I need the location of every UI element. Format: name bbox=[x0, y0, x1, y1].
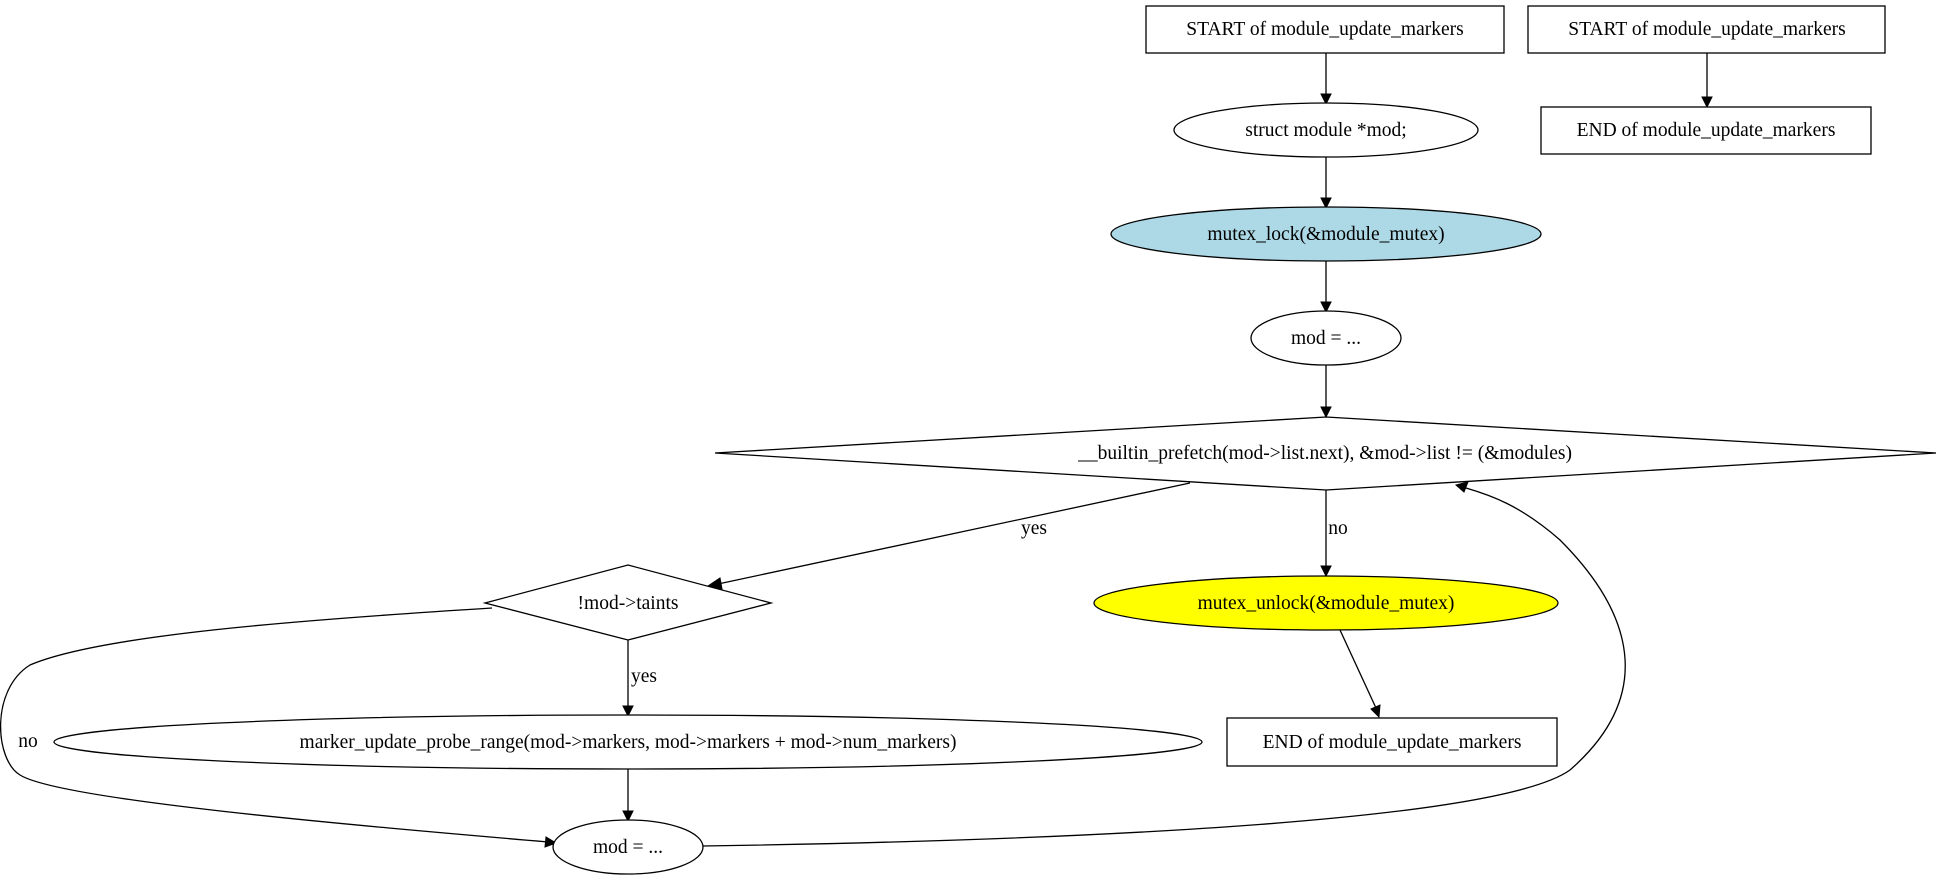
node-label: START of module_update_markers bbox=[1568, 19, 1845, 40]
arrowhead bbox=[622, 705, 634, 718]
node-label: !mod->taints bbox=[578, 593, 679, 614]
node-end-alt: END of module_update_markers bbox=[1540, 106, 1872, 155]
node-diamond bbox=[714, 416, 1937, 491]
arrowhead bbox=[1370, 704, 1381, 719]
node-label: struct module *mod; bbox=[1245, 120, 1406, 141]
node-label: mutex_unlock(&module_mutex) bbox=[1198, 593, 1455, 614]
node-label: mod = ... bbox=[1291, 328, 1361, 349]
node-diamond bbox=[482, 564, 774, 641]
node-ellipse bbox=[1093, 575, 1559, 631]
node-end-main: END of module_update_markers bbox=[1226, 717, 1558, 767]
edges bbox=[0, 53, 1713, 848]
node-mutex-unlock: mutex_unlock(&module_mutex) bbox=[1093, 575, 1559, 631]
node-start-alt: START of module_update_markers bbox=[1527, 5, 1886, 54]
node-probe-range: marker_update_probe_range(mod->markers, … bbox=[53, 714, 1203, 770]
node-label: END of module_update_markers bbox=[1577, 120, 1836, 141]
node-ellipse bbox=[1250, 310, 1402, 366]
node-label: __builtin_prefetch(mod->list.next), &mod… bbox=[1077, 443, 1572, 464]
edge-unlock-to-end bbox=[1339, 629, 1377, 709]
edge-label-taints-no: no bbox=[18, 731, 38, 752]
arrowhead bbox=[1320, 406, 1332, 419]
node-label: mutex_lock(&module_mutex) bbox=[1207, 224, 1444, 245]
arrowhead bbox=[1701, 96, 1713, 109]
edge-label-loop-yes: yes bbox=[1021, 518, 1047, 539]
node-label: START of module_update_markers bbox=[1186, 19, 1463, 40]
edge-taints-no bbox=[0, 607, 549, 843]
node-ellipse bbox=[1110, 206, 1542, 262]
nodes: START of module_update_markers START of … bbox=[53, 5, 1937, 875]
node-ellipse bbox=[552, 819, 704, 875]
arrowhead bbox=[622, 810, 634, 823]
node-loop-condition: __builtin_prefetch(mod->list.next), &mod… bbox=[714, 416, 1937, 491]
edge-modnext-back-to-loop bbox=[702, 487, 1626, 847]
arrowhead bbox=[1320, 93, 1332, 106]
node-mod-next: mod = ... bbox=[552, 819, 704, 875]
node-struct-decl: struct module *mod; bbox=[1173, 102, 1479, 158]
node-label: END of module_update_markers bbox=[1263, 732, 1522, 753]
node-label: marker_update_probe_range(mod->markers, … bbox=[300, 732, 957, 753]
edge-label-loop-no: no bbox=[1328, 518, 1348, 539]
node-box bbox=[1527, 5, 1886, 54]
arrowhead bbox=[544, 836, 558, 848]
node-mutex-lock: mutex_lock(&module_mutex) bbox=[1110, 206, 1542, 262]
node-taints-condition: !mod->taints bbox=[482, 564, 774, 641]
edge-loopcond-yes bbox=[717, 482, 1191, 585]
edge-labels: yes no yes no bbox=[18, 518, 1348, 752]
node-ellipse bbox=[1173, 102, 1479, 158]
node-label: mod = ... bbox=[593, 837, 663, 858]
node-box bbox=[1540, 106, 1872, 155]
arrowhead bbox=[1320, 565, 1332, 578]
edge-label-taints-yes: yes bbox=[631, 666, 657, 687]
node-start-main: START of module_update_markers bbox=[1145, 5, 1505, 54]
arrowhead bbox=[1320, 301, 1332, 314]
arrowhead bbox=[1454, 481, 1469, 493]
node-mod-init: mod = ... bbox=[1250, 310, 1402, 366]
node-ellipse bbox=[53, 714, 1203, 770]
arrowhead bbox=[1320, 197, 1332, 210]
node-box bbox=[1226, 717, 1558, 767]
node-box bbox=[1145, 5, 1505, 54]
